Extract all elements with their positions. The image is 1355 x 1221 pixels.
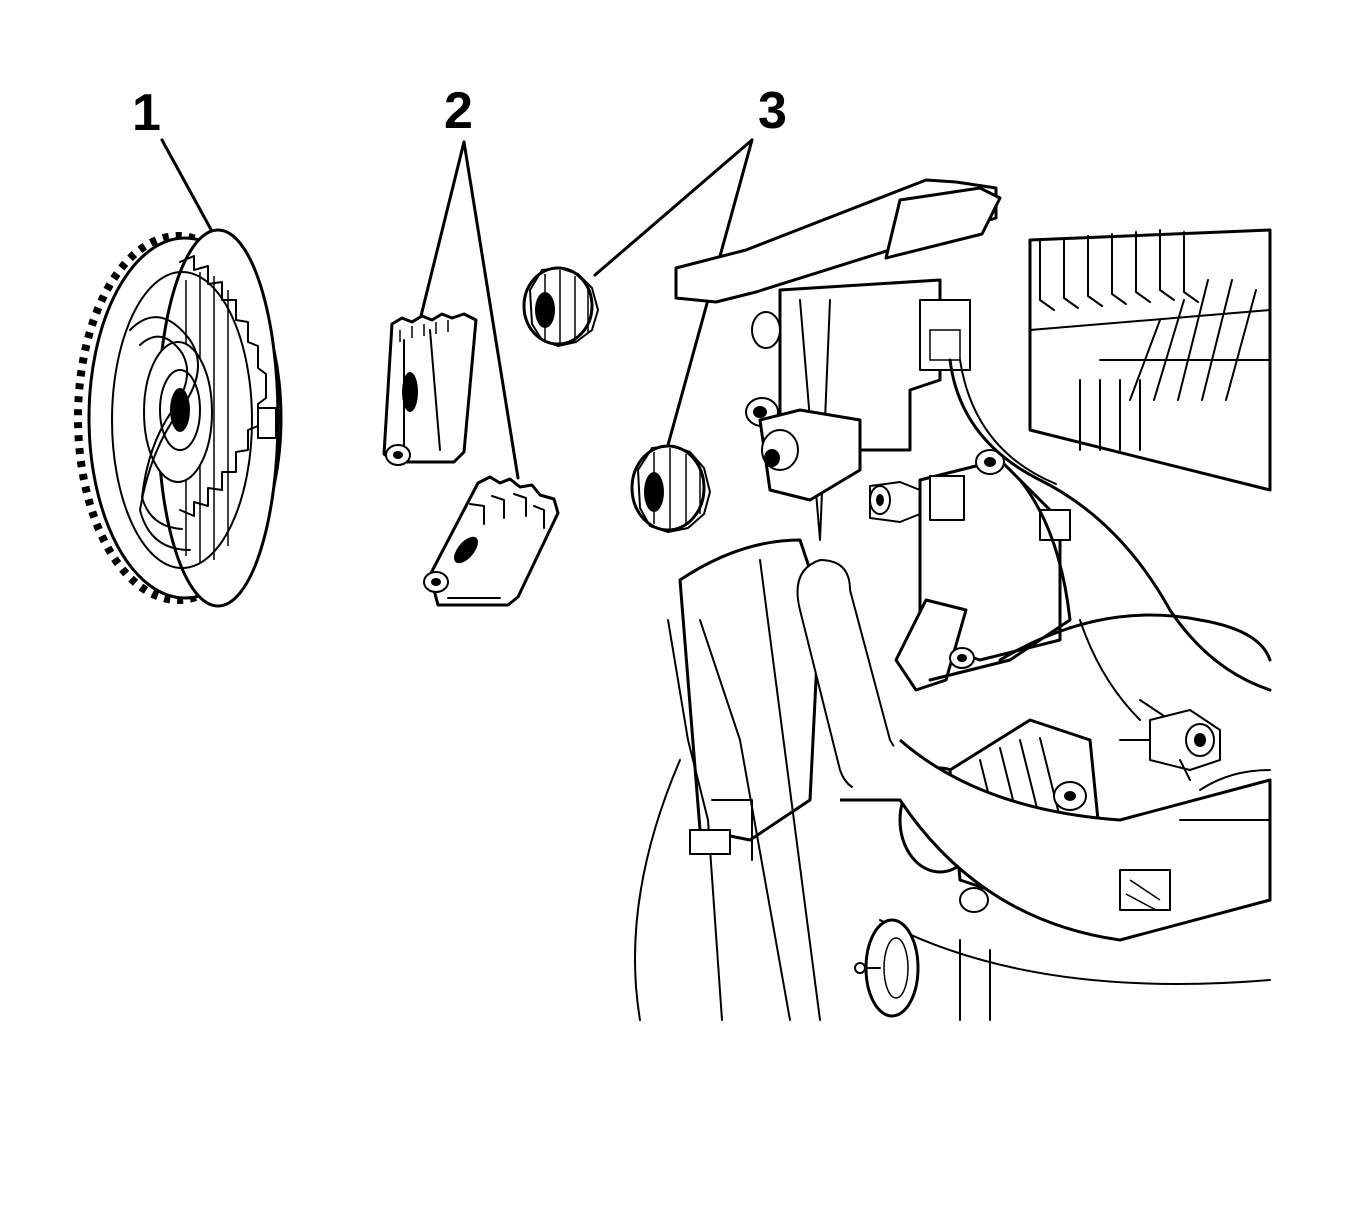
- leader-line-2b: [462, 140, 520, 480]
- callout-label-3: 3: [758, 82, 787, 140]
- leader-line-1: [160, 138, 216, 237]
- part-3-gear-upper: [522, 266, 599, 347]
- leader-line-2a: [418, 140, 466, 322]
- leader-line-3a: [593, 138, 754, 277]
- part-1-gear-ring: [74, 228, 283, 608]
- callout-label-1: 1: [132, 84, 161, 142]
- part-2-lever-upper: [382, 312, 478, 466]
- hvac-housing-assembly: [634, 178, 1272, 1021]
- part-3-gear-lower: [630, 444, 711, 533]
- part-2-lever-lower: [423, 475, 560, 607]
- callout-label-2: 2: [444, 82, 473, 140]
